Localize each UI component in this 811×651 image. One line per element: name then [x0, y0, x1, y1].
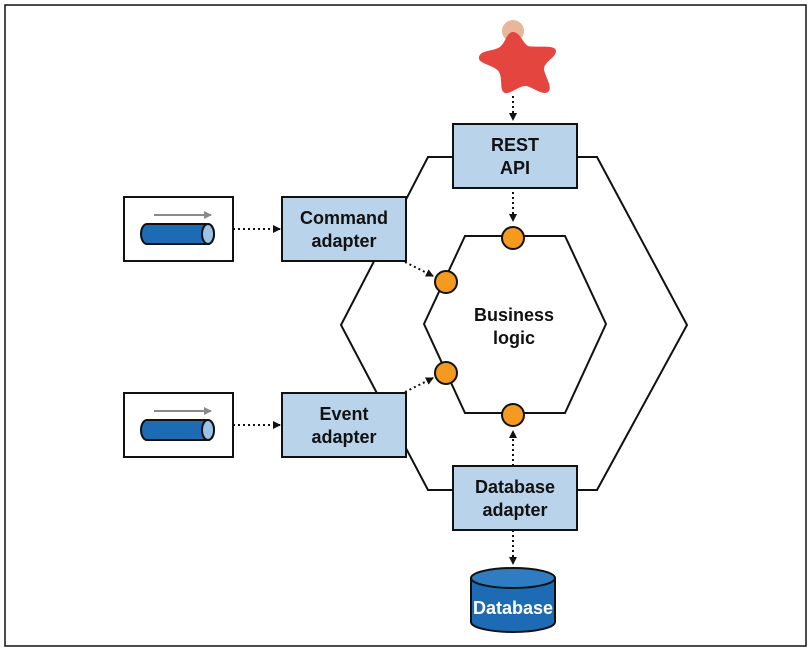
inner-hexagon — [422, 235, 608, 414]
event-adapter: Event adapter — [281, 392, 407, 458]
database-label: Database — [473, 598, 553, 618]
port-command — [434, 270, 458, 294]
user-icon — [478, 20, 556, 94]
command-adapter-label-line1: Command — [300, 208, 388, 228]
event-to-port-arrow — [404, 377, 434, 393]
rest-api-label-line1: REST — [491, 135, 539, 155]
event-adapter-label-line2: adapter — [311, 427, 376, 447]
outer-hexagon — [339, 156, 689, 491]
business-logic-label-line2: logic — [493, 328, 535, 348]
command-adapter-label-line2: adapter — [311, 231, 376, 251]
rest-api-adapter: REST API — [452, 123, 578, 189]
rest-api-label-line2: API — [500, 158, 530, 178]
command-to-port-arrow — [404, 261, 434, 277]
port-event — [434, 361, 458, 385]
database-adapter-label-line2: adapter — [482, 500, 547, 520]
business-logic-label-line1: Business — [474, 305, 554, 325]
message-channel-icon — [123, 392, 234, 458]
message-channel-icon — [123, 196, 234, 262]
database-adapter-label-line1: Database — [475, 477, 555, 497]
database-icon: Database — [470, 567, 556, 633]
event-adapter-label-line1: Event — [319, 404, 368, 424]
page-frame — [4, 4, 807, 647]
port-top — [501, 226, 525, 250]
command-adapter: Command adapter — [281, 196, 407, 262]
port-bottom — [501, 403, 525, 427]
database-adapter: Database adapter — [452, 465, 578, 531]
